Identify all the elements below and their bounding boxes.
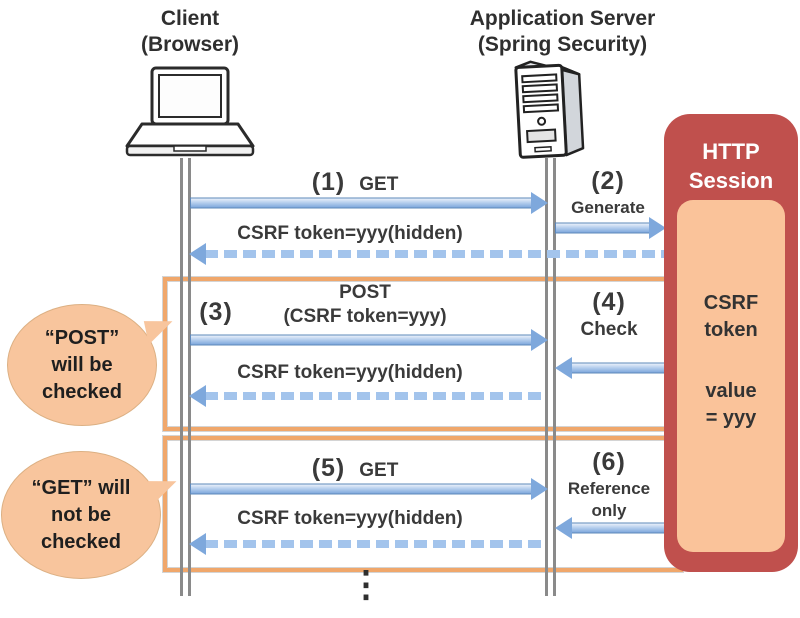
client-lifeline — [180, 158, 191, 596]
msg1-label: (1) GET — [235, 166, 475, 198]
csrf-token-panel: CSRF token value = yyy — [677, 200, 785, 552]
bubble-get-line3: checked — [40, 530, 122, 553]
msg2-number: (2) — [591, 167, 625, 195]
msg1-text: GET — [359, 174, 399, 195]
session-title-line2: Session — [688, 167, 774, 193]
http-session-box: HTTP Session CSRF token value = yyy — [664, 114, 798, 572]
msg3-label: POST (CSRF token=yyy) — [245, 281, 485, 330]
bubble-post-line1: “POST” — [44, 326, 120, 349]
server-lifeline — [545, 158, 556, 596]
continuation-ellipsis: ⋮ — [348, 563, 384, 604]
get-not-checked-bubble: “GET” will not be checked — [2, 452, 160, 578]
msg3-number: (3) — [199, 298, 233, 326]
server-actor-label: Application Server (Spring Security) — [430, 6, 695, 59]
msg3-line1: POST — [339, 282, 391, 303]
msg6-number: (6) — [592, 448, 626, 476]
token-value-line2: = yyy — [705, 407, 757, 429]
msg5-label: (5) GET — [235, 452, 475, 484]
bubble-get-line2: not be — [51, 503, 111, 526]
http-session-title: HTTP Session — [664, 138, 798, 195]
response3-label: CSRF token=yyy(hidden) — [237, 508, 463, 529]
msg4-text: Check — [580, 319, 638, 340]
msg5-number: (5) — [311, 454, 346, 482]
arrowhead-right-icon — [649, 217, 666, 239]
arrowhead-right-icon — [531, 478, 548, 500]
msg6-line1: Reference — [567, 479, 651, 498]
msg6-line2: only — [591, 500, 627, 520]
token-value-line1: value — [705, 380, 757, 402]
arrow-get-5 — [190, 478, 548, 500]
client-label-line2: (Browser) — [140, 33, 240, 57]
arrowhead-left-icon — [189, 385, 206, 407]
msg5-text: GET — [359, 460, 399, 481]
arrow-response-2 — [189, 385, 547, 407]
msg4-label: (4) Check — [556, 286, 662, 342]
bubble-post-line2: will be — [51, 353, 113, 376]
arrowhead-left-icon — [555, 357, 572, 379]
server-label-line2: (Spring Security) — [477, 33, 648, 57]
response1-label: CSRF token=yyy(hidden) — [237, 223, 463, 244]
msg2-label: (2) Generate — [552, 165, 664, 219]
arrowhead-left-icon — [189, 533, 206, 555]
client-label-line1: Client — [160, 7, 220, 30]
arrowhead-right-icon — [531, 329, 548, 351]
arrow-generate — [555, 217, 666, 239]
arrowhead-right-icon — [531, 192, 548, 214]
msg2-text: Generate — [571, 198, 645, 217]
server-label-line1: Application Server — [469, 7, 656, 30]
arrowhead-left-icon — [189, 243, 206, 265]
post-checked-bubble: “POST” will be checked — [8, 305, 156, 425]
msg6-label: (6) Reference only — [550, 446, 668, 522]
arrow-post — [190, 329, 548, 351]
arrowhead-left-icon — [555, 517, 572, 539]
bubble-get-line1: “GET” will — [31, 476, 131, 499]
msg4-number: (4) — [592, 288, 626, 316]
bubble-post-line3: checked — [41, 380, 123, 403]
msg3-line2: (CSRF token=yyy) — [283, 306, 447, 328]
msg1-number: (1) — [311, 168, 346, 196]
response2-label: CSRF token=yyy(hidden) — [237, 362, 463, 383]
server-icon — [502, 58, 592, 162]
arrow-response-3 — [189, 533, 547, 555]
arrow-check — [555, 357, 665, 379]
arrow-get-1 — [190, 192, 548, 214]
csrf-token-label: CSRF token — [703, 292, 759, 341]
session-title-line1: HTTP — [702, 139, 760, 164]
laptop-icon — [122, 66, 258, 160]
csrf-token-value: value = yyy — [677, 378, 785, 432]
client-actor-label: Client (Browser) — [100, 6, 280, 59]
arrow-response-1 — [189, 243, 664, 265]
